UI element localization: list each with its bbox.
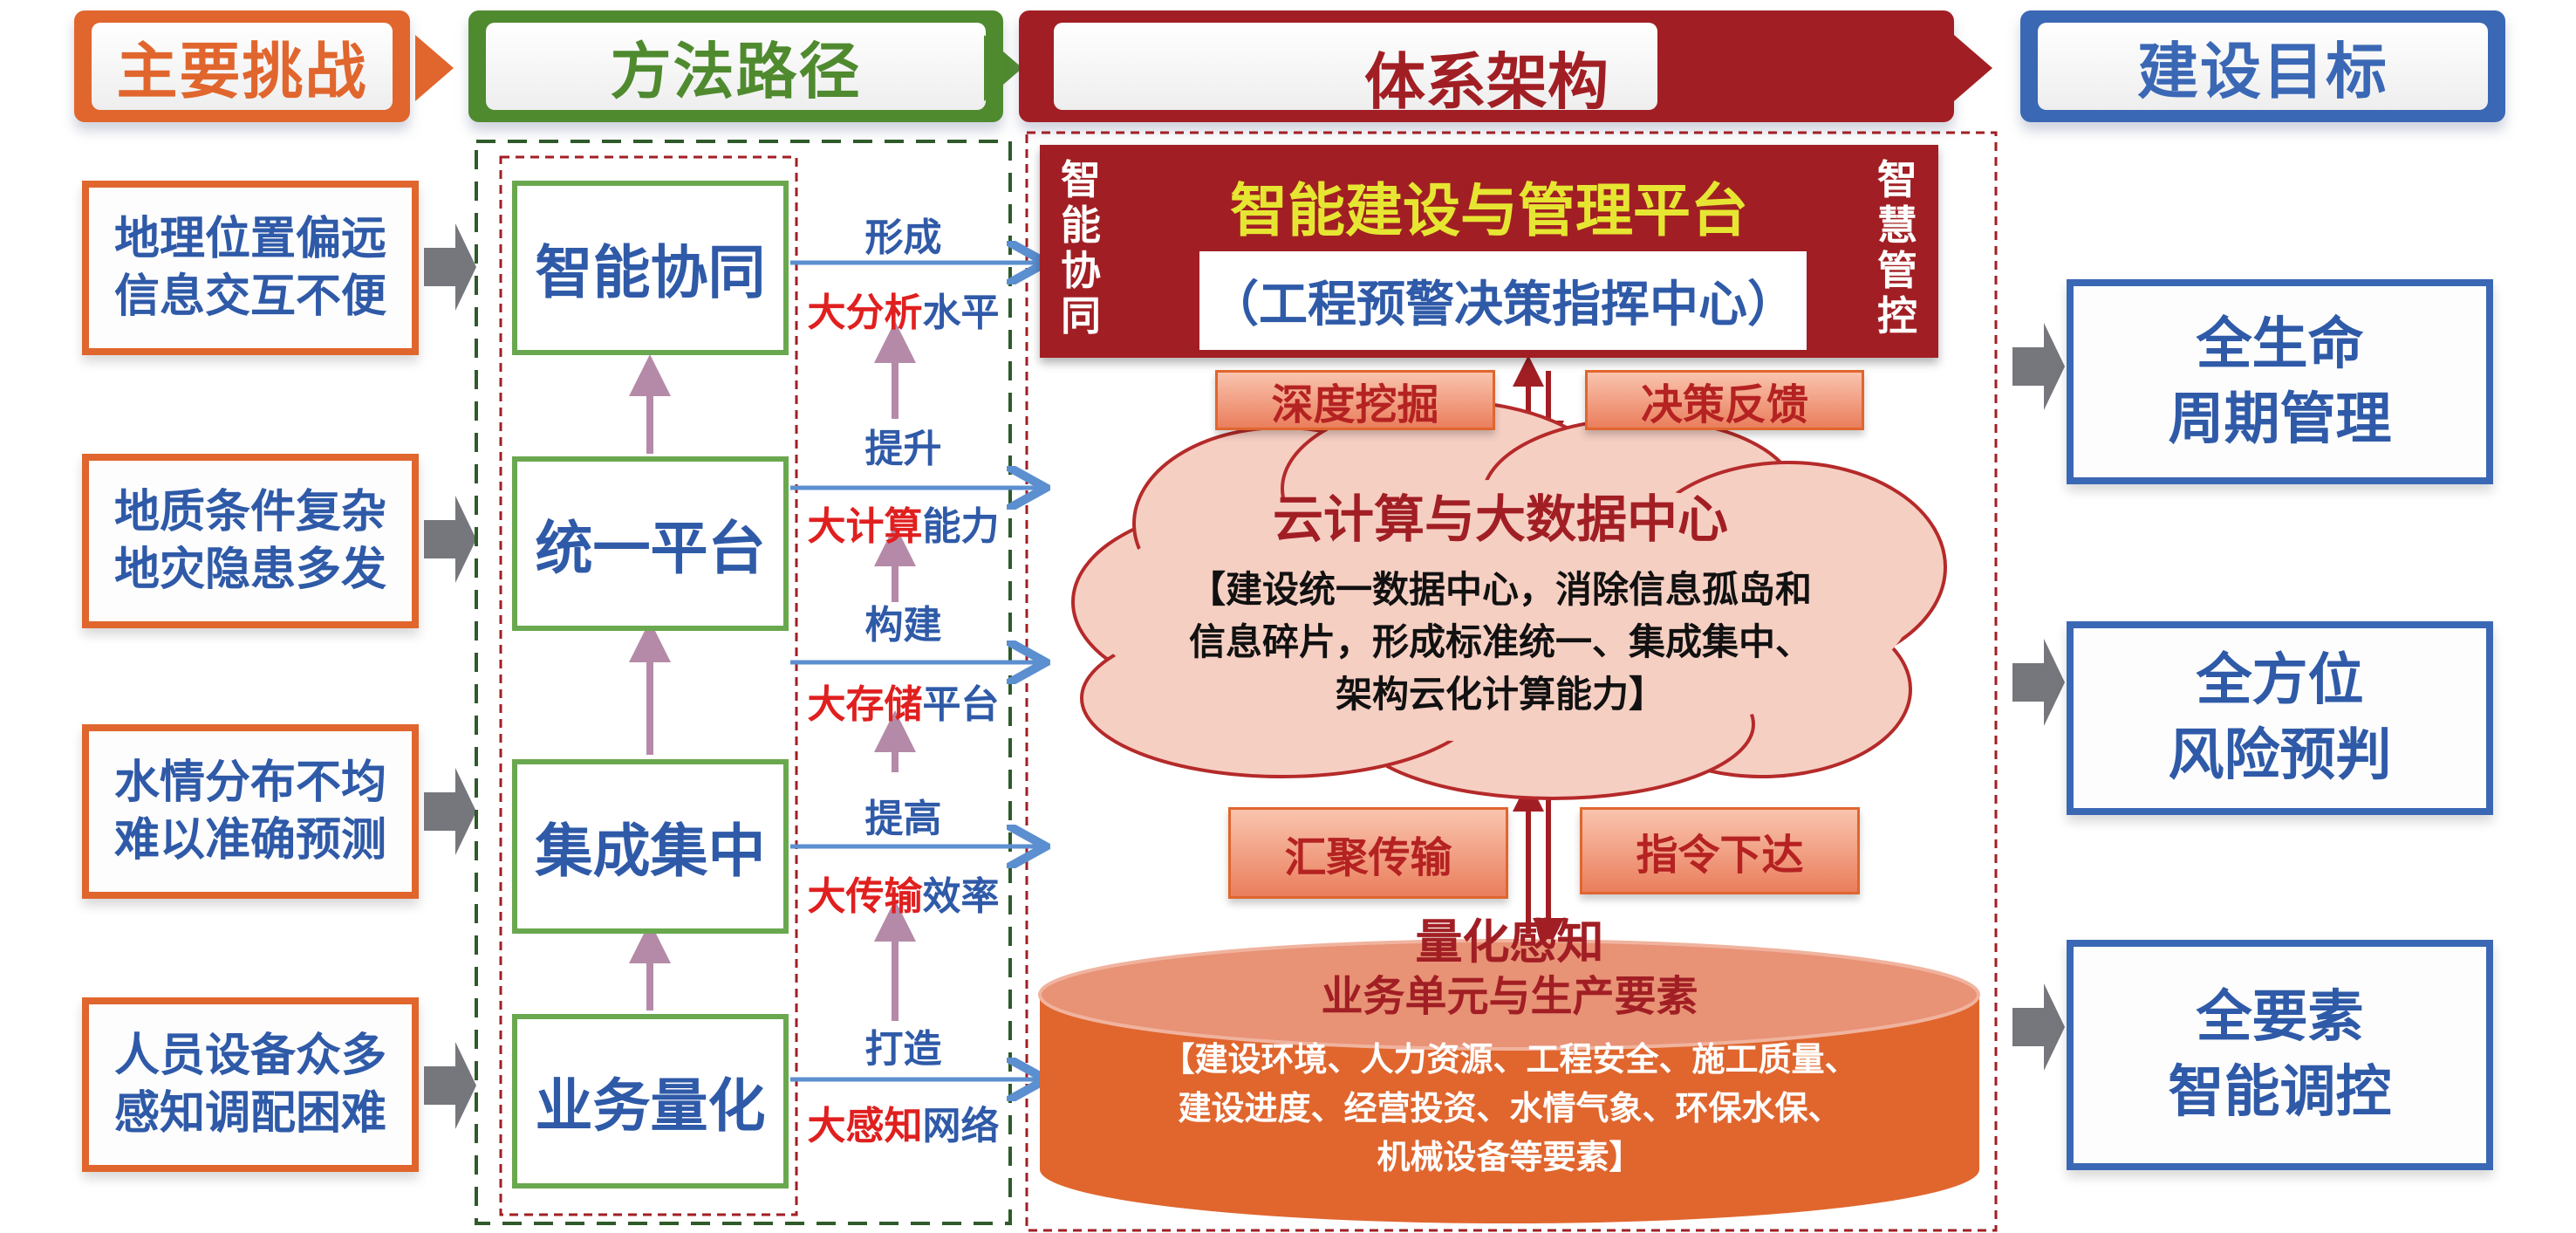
goal-text: 周期管理	[2168, 387, 2392, 452]
challenge-box: 人员设备众多感知调配困难	[82, 997, 419, 1172]
platform-right-label: 智慧管控	[1877, 156, 1917, 339]
base-subtitle: 业务单元与生产要素	[1321, 972, 1698, 1021]
action-rest: 水平	[922, 291, 1000, 335]
action-verb: 打造	[864, 1027, 942, 1072]
challenge-text: 感知调配困难	[113, 1087, 386, 1140]
header-challenges-label: 主要挑战	[92, 23, 393, 110]
goal-text: 全方位	[2196, 648, 2364, 713]
action-rest: 平台	[922, 682, 1000, 727]
platform-subtitle: （工程预警决策指挥中心）	[1199, 251, 1807, 350]
method-box: 集成集中	[512, 759, 789, 934]
action-big: 大分析	[807, 291, 923, 335]
header-challenges: 主要挑战	[74, 10, 410, 122]
challenge-text: 地理位置偏远	[113, 213, 386, 265]
goal-text: 风险预判	[2168, 723, 2392, 788]
action-rest: 效率	[922, 874, 1000, 919]
action-target: 大计算能力	[796, 495, 1010, 551]
goal-box: 全要素智能调控	[2067, 940, 2493, 1170]
pill-command-issue: 指令下达	[1580, 807, 1860, 894]
cloud-line: 架构云化计算能力】	[1335, 673, 1665, 716]
cloud-text: 云计算与大数据中心 【建设统一数据中心，消除信息孤岛和 信息碎片，形成标准统一、…	[1082, 478, 1919, 721]
methods-inner-frame	[499, 155, 798, 1216]
challenge-box: 地理位置偏远信息交互不便	[82, 181, 419, 355]
architecture-frame	[1025, 131, 1998, 1232]
method-box: 业务量化	[512, 1014, 789, 1188]
challenge-text: 信息交互不便	[113, 271, 386, 323]
method-box: 统一平台	[512, 456, 789, 631]
challenge-text: 人员设备众多	[113, 1030, 386, 1082]
chevron-right-icon	[984, 35, 1022, 101]
action-target: 大传输效率	[796, 865, 1010, 921]
header-architecture-label: 体系架构	[1364, 46, 1609, 118]
header-goals: 建设目标	[2020, 10, 2505, 122]
action-verb: 构建	[864, 603, 942, 647]
header-methods: 方法路径	[468, 10, 1003, 122]
method-label: 智能协同	[535, 239, 766, 306]
method-label: 统一平台	[535, 515, 766, 582]
method-box: 智能协同	[512, 181, 789, 355]
action-target: 大感知网络	[796, 1094, 1010, 1150]
challenge-box: 地质条件复杂地灾隐患多发	[82, 454, 419, 628]
goal-text: 智能调控	[2168, 1060, 2392, 1125]
pill-decision-feedback: 决策反馈	[1585, 370, 1864, 430]
cloud-line: 【建设统一数据中心，消除信息孤岛和	[1188, 568, 1812, 611]
action-big: 大感知	[807, 1104, 923, 1148]
method-label: 业务量化	[535, 1072, 766, 1140]
challenge-text: 地灾隐患多发	[113, 544, 386, 596]
base-title: 量化感知	[1415, 914, 1604, 969]
goal-box: 全生命周期管理	[2067, 279, 2493, 484]
goal-box: 全方位风险预判	[2067, 621, 2493, 815]
action-rest: 能力	[922, 504, 1000, 549]
platform-title: 智能建设与管理平台	[1230, 177, 1748, 244]
challenge-text: 难以准确预测	[113, 814, 386, 867]
base-line: 机械设备等要素】	[1377, 1138, 1643, 1176]
challenge-text: 水情分布不均	[113, 757, 386, 809]
action-big: 大计算	[807, 504, 923, 549]
action-target: 大分析水平	[796, 281, 1010, 337]
cloud-fill	[1090, 480, 1910, 742]
chevron-right-icon	[415, 35, 454, 101]
pill-deep-mining: 深度挖掘	[1215, 370, 1495, 430]
cloud-title: 云计算与大数据中心	[1272, 490, 1728, 549]
action-big: 大存储	[807, 682, 923, 727]
blue-arrows	[790, 263, 1042, 1079]
base-line: 【建设环境、人力资源、工程安全、施工质量、	[1161, 1040, 1858, 1079]
action-big: 大传输	[807, 874, 923, 919]
pink-up-arrows	[629, 321, 916, 1021]
challenge-text: 地质条件复杂	[113, 486, 386, 538]
method-label: 集成集中	[535, 818, 766, 885]
header-architecture: 体系架构	[1019, 10, 1954, 122]
action-rest: 网络	[922, 1104, 1000, 1148]
gray-arrow-icons	[424, 223, 2065, 1129]
base-line: 建设进度、经营投资、水情气象、环保水保、	[1178, 1089, 1841, 1127]
action-verb: 形成	[864, 216, 942, 260]
chevron-right-icon	[1954, 35, 1992, 101]
cloud-line: 信息碎片，形成标准统一、集成集中、	[1188, 620, 1812, 663]
header-goals-label: 建设目标	[2038, 23, 2488, 110]
header-methods-label: 方法路径	[486, 23, 986, 110]
goal-text: 全要素	[2196, 985, 2364, 1050]
goal-text: 全生命	[2196, 312, 2364, 377]
action-target: 大存储平台	[796, 673, 1010, 729]
pill-aggregate-transmit: 汇聚传输	[1228, 807, 1508, 899]
cylinder-shape	[1038, 939, 1980, 1224]
platform-box: 智能协同 智慧管控 智能建设与管理平台 （工程预警决策指挥中心）	[1040, 145, 1938, 358]
base-text: 量化感知 业务单元与生产要素 【建设环境、人力资源、工程安全、施工质量、 建设进…	[1040, 914, 1979, 1182]
platform-left-label: 智能协同	[1061, 156, 1101, 339]
challenge-box: 水情分布不均难以准确预测	[82, 724, 419, 899]
action-verb: 提升	[864, 427, 942, 471]
action-verb: 提高	[864, 797, 942, 841]
